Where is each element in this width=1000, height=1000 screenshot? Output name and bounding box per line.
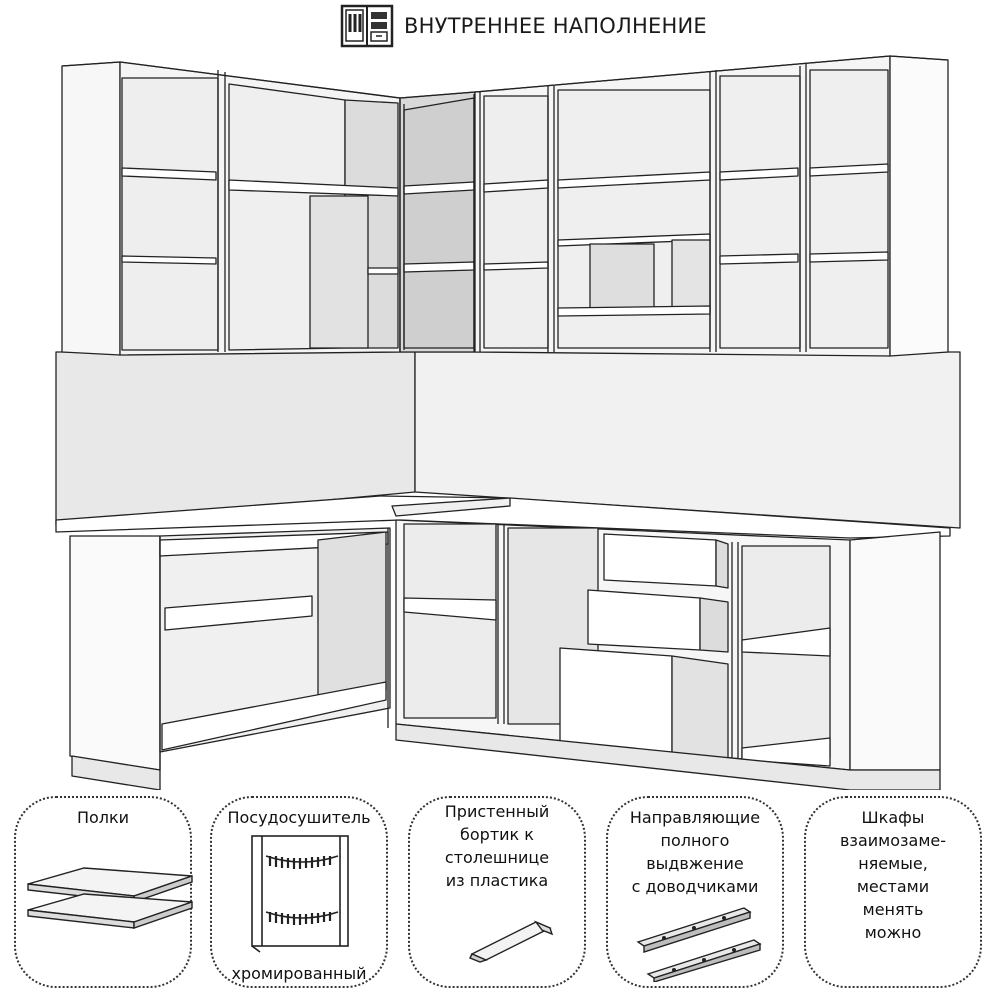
kitchen-illustration [55, 55, 961, 790]
feature-label: Пристенный бортик к столешнице из пласти… [444, 802, 550, 890]
shelves-icon [27, 867, 193, 929]
wardrobe-icon [340, 4, 394, 48]
feature-card-backsplash: Пристенный бортик к столешнице из пласти… [408, 796, 586, 988]
feature-card-shelves: Полки [14, 796, 193, 988]
feature-label: Шкафы взаимозаме- няемые, местами менять… [840, 808, 946, 942]
feature-card-slides: Направляющие полного выдвжение с доводчи… [606, 796, 784, 988]
feature-label: Направляющие полного выдвжение с доводчи… [629, 808, 761, 896]
feature-card-cabinets: Шкафы взаимозаме- няемые, местами менять… [804, 796, 982, 988]
feature-card-dish-rack: Посудосушитель хромированный [210, 796, 388, 988]
plastic-edge-icon [469, 920, 554, 963]
feature-label: Посудосушитель [227, 808, 371, 827]
dish-rack-icon [251, 835, 349, 953]
drawer-slides-icon [636, 907, 762, 982]
page-title: ВНУТРЕННЕЕ НАПОЛНЕНИЕ [404, 14, 707, 38]
section-header: ВНУТРЕННЕЕ НАПОЛНЕНИЕ [340, 4, 707, 48]
feature-label: хромированный [231, 964, 367, 983]
feature-label: Полки [76, 808, 130, 827]
